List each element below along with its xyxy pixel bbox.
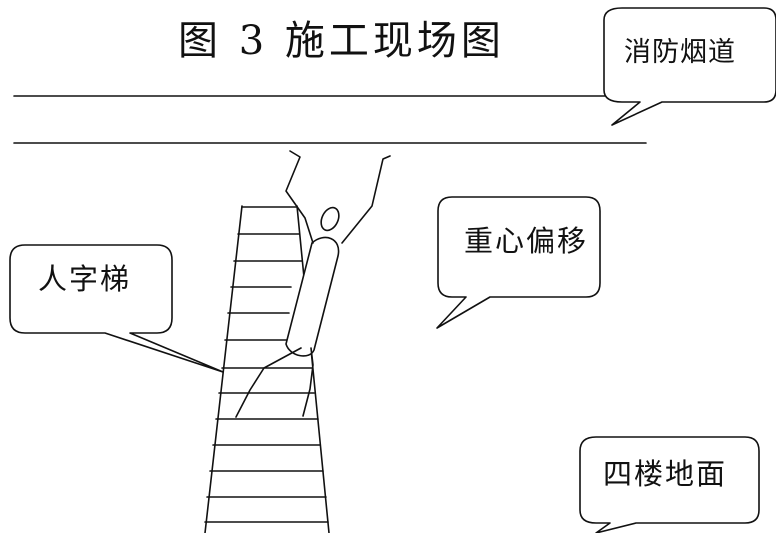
worker-right-arm [341, 155, 391, 244]
worker-left-arm [285, 150, 314, 244]
callout-step-ladder [9, 244, 224, 373]
callout-center-of-gravity-shift [436, 196, 601, 329]
ladder-rungs [204, 206, 329, 523]
label-fourth-floor-ground: 四楼地面 [603, 457, 728, 491]
step-ladder [204, 205, 330, 533]
callout-fourth-floor-ground [579, 436, 760, 533]
callout-smoke-duct [603, 7, 776, 126]
ladder-left-rail [204, 205, 243, 533]
worker-figure [235, 150, 391, 418]
page-title: 图 3 施工现场图 [178, 18, 505, 64]
worker-right-leg [302, 347, 314, 417]
worker-left-leg [235, 347, 302, 418]
label-step-ladder: 人字梯 [38, 262, 132, 296]
worker-body [285, 236, 340, 357]
label-center-of-gravity-shift: 重心偏移 [464, 224, 589, 258]
label-smoke-duct: 消防烟道 [624, 37, 736, 68]
smoke-duct [13, 95, 647, 144]
worker-head [320, 206, 340, 232]
